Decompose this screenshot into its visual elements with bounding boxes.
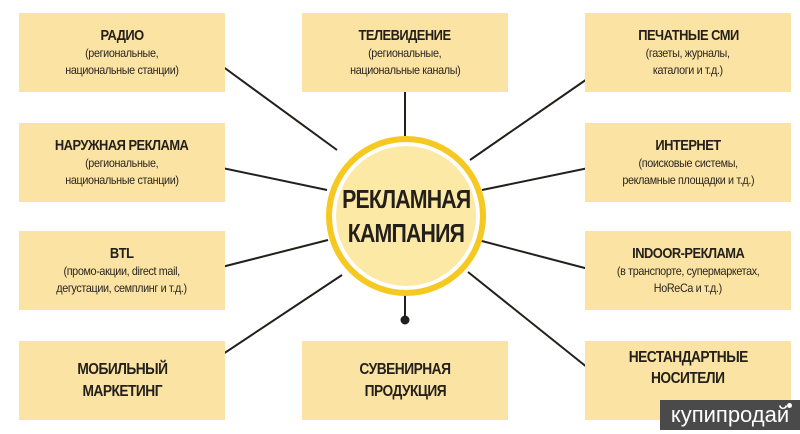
box-sub: (региональные, [368,46,442,60]
box-mobile: МОБИЛЬНЫЙ МАРКЕТИНГ [19,341,225,420]
box-outdoor: НАРУЖНАЯ РЕКЛАМА (региональные, национал… [19,123,225,202]
box-sub: (региональные, [85,156,159,170]
box-sub: национальные каналы) [349,63,461,77]
box-title: МАРКЕТИНГ [82,382,162,400]
box-title: НАРУЖНАЯ РЕКЛАМА [55,137,189,154]
box-indoor: INDOOR-РЕКЛАМА (в транспорте, супермарке… [585,231,791,310]
box-souvenir: СУВЕНИРНАЯ ПРОДУКЦИЯ [302,341,508,420]
center-title-line2: КАМПАНИЯ [347,218,465,248]
connector-mobile [204,274,343,367]
connector-indoor [477,239,601,273]
box-sub: HoReCa и т.д.) [653,281,723,295]
watermark: купипродай [660,400,800,430]
box-sub: (региональные, [85,46,159,60]
connector-press [469,67,604,161]
box-sub: (поисковые системы, [638,156,738,170]
connector-btl [209,239,329,271]
center-title-line1: РЕКЛАМНАЯ [341,184,471,214]
box-btl: BTL (промо-акции, direct mail, дегустаци… [19,231,225,310]
box-sub: дегустации, семплинг и т.д.) [56,281,188,295]
connector-radio [206,54,338,151]
watermark-dot [787,403,792,408]
box-press: ПЕЧАТНЫЕ СМИ (газеты, журналы, каталоги … [585,13,791,92]
box-title: ТЕЛЕВИДЕНИЕ [358,27,452,44]
dot-souvenir [400,315,410,325]
box-sub: рекламные площадки и т.д.) [622,173,754,187]
box-title: РАДИО [100,27,144,44]
box-sub: (в транспорте, супермаркетах, [616,264,760,278]
box-title: НОСИТЕЛИ [651,370,725,387]
box-title: СУВЕНИРНАЯ [359,360,451,378]
box-title: INDOOR-РЕКЛАМА [631,245,745,262]
box-radio: РАДИО (региональные, национальные станци… [19,13,225,92]
box-internet: ИНТЕРНЕТ (поисковые системы, рекламные п… [585,123,791,202]
box-title: ПЕЧАТНЫЕ СМИ [637,27,739,44]
connector-internet [481,164,604,191]
box-sub: национальные станции) [65,63,179,77]
connector-outdoor [207,164,328,191]
box-sub: национальные станции) [65,173,179,187]
connector-nonstandard [467,271,604,381]
box-sub: (газеты, журналы, [646,46,730,60]
box-title: МОБИЛЬНЫЙ [76,360,168,378]
box-title: BTL [110,245,134,262]
center-circle: РЕКЛАМНАЯ КАМПАНИЯ [326,136,486,296]
box-title: НЕСТАНДАРТНЫЕ [628,349,748,366]
box-title: ПРОДУКЦИЯ [364,382,446,400]
box-sub: (промо-акции, direct mail, [63,264,181,278]
box-sub: каталоги и т.д.) [653,63,723,77]
box-title: ИНТЕРНЕТ [655,137,721,154]
watermark-text: купипродай [670,402,790,427]
box-tv: ТЕЛЕВИДЕНИЕ (региональные, национальные … [302,13,508,92]
